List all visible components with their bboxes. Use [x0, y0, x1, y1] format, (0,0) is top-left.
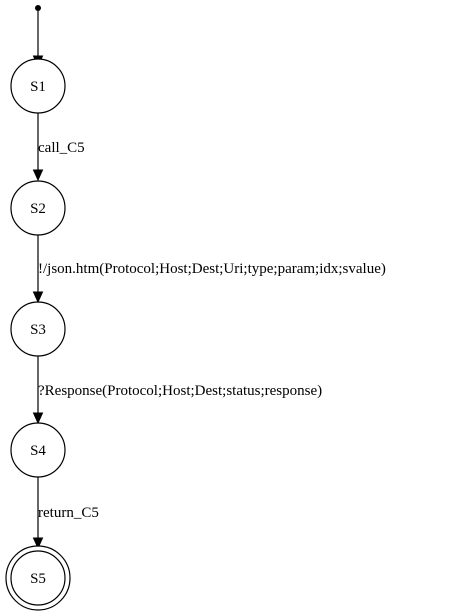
state-s4: S4 [10, 422, 66, 478]
state-s5-label: S5 [30, 571, 46, 587]
state-s3: S3 [10, 301, 66, 357]
transition-s2-s3-label: !/json.htm(Protocol;Host;Dest;Uri;type;p… [38, 261, 386, 277]
transition-s3-s4-label: ?Response(Protocol;Host;Dest;status;resp… [38, 383, 322, 399]
transition-s1-s2-label: call_C5 [38, 140, 85, 156]
state-s2-label: S2 [30, 201, 46, 217]
state-s4-label: S4 [30, 443, 46, 459]
state-s5-final: S5 [5, 545, 71, 611]
transition-s2-s3: !/json.htm(Protocol;Host;Dest;Uri;type;p… [32, 235, 386, 304]
transition-s1-s2: call_C5 [32, 113, 85, 182]
transition-s4-s5-label: return_C5 [38, 505, 99, 521]
transition-s4-s5: return_C5 [32, 477, 99, 550]
transition-s3-s4: ?Response(Protocol;Host;Dest;status;resp… [32, 356, 322, 425]
state-s2: S2 [10, 180, 66, 236]
state-s1-label: S1 [30, 79, 46, 95]
state-s1: S1 [10, 58, 66, 114]
state-s3-label: S3 [30, 322, 46, 338]
initial-state-dot [35, 5, 41, 11]
